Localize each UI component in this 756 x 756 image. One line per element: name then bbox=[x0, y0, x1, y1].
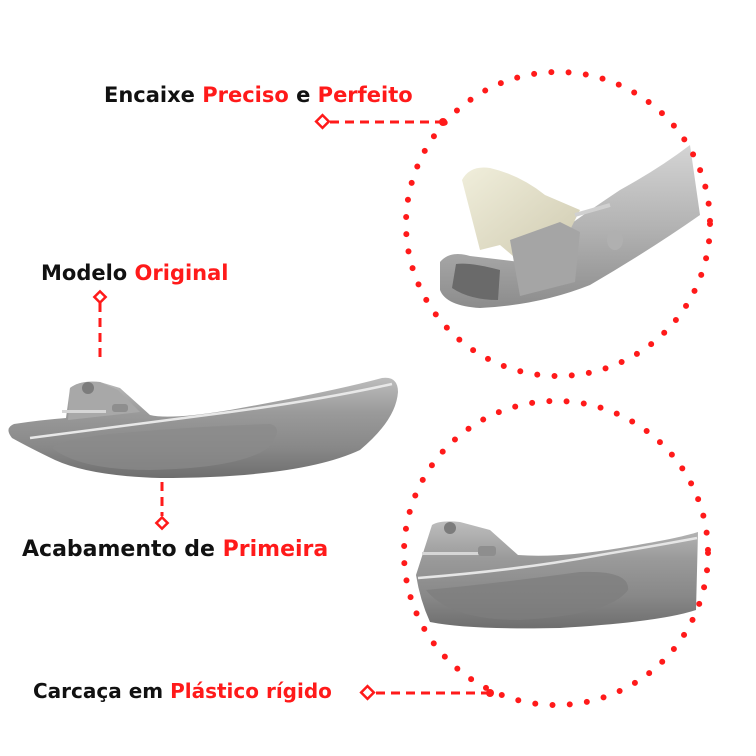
connector-carcaca bbox=[359, 684, 494, 701]
label-encaixe-accent2: Perfeito bbox=[317, 83, 413, 107]
label-encaixe-preciso: Encaixe Preciso e Perfeito bbox=[104, 83, 413, 107]
label-modelo-original: Modelo Original bbox=[41, 261, 229, 285]
label-carcaca: Carcaça em Plástico rígido bbox=[33, 679, 332, 703]
label-carcaca-accent1: Plástico rígido bbox=[170, 679, 332, 703]
detail-circle-top bbox=[403, 69, 713, 379]
connector-acabamento bbox=[154, 482, 170, 531]
label-acabamento-accent1: Primeira bbox=[222, 537, 329, 562]
label-carcaca-part1: Carcaça em bbox=[33, 679, 171, 703]
connector-encaixe bbox=[314, 113, 447, 130]
label-acabamento-part1: Acabamento de bbox=[22, 537, 223, 562]
label-encaixe-accent1: Preciso bbox=[202, 83, 289, 107]
label-encaixe-part1: Encaixe bbox=[104, 83, 203, 107]
label-modelo-part1: Modelo bbox=[41, 261, 135, 285]
label-modelo-accent1: Original bbox=[134, 261, 229, 285]
main-handle-image bbox=[8, 377, 398, 478]
label-encaixe-part2: e bbox=[288, 83, 318, 107]
detail-image-finish bbox=[416, 521, 698, 629]
detail-circle-bottom bbox=[401, 398, 711, 708]
label-acabamento: Acabamento de Primeira bbox=[22, 537, 328, 562]
detail-image-clip bbox=[440, 145, 700, 308]
connector-modelo bbox=[92, 289, 108, 358]
